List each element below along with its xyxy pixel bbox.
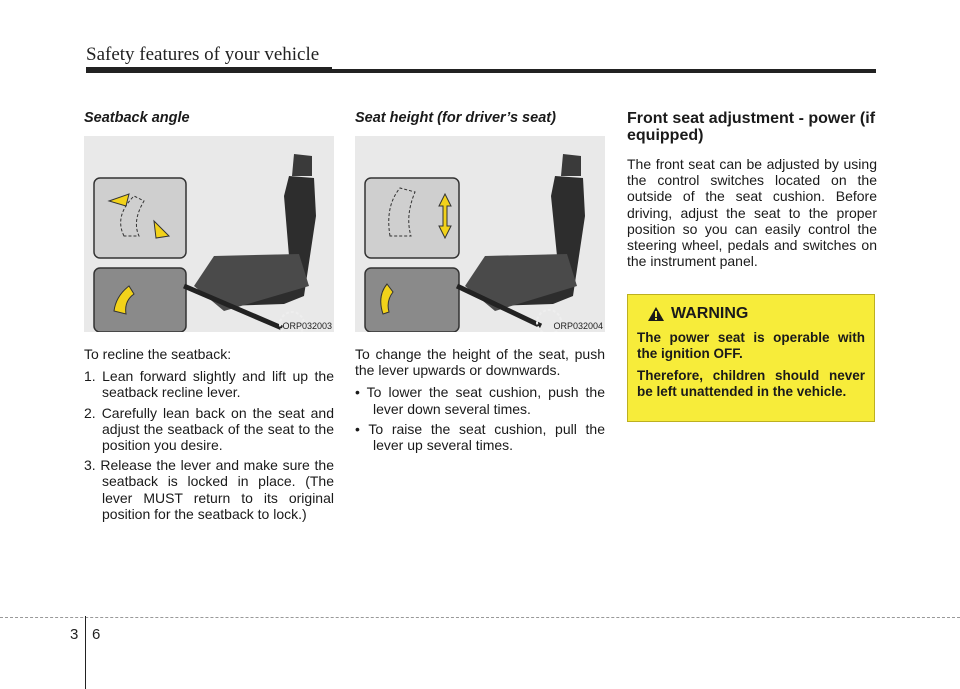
section-title: Seat height (for driver’s seat) bbox=[355, 110, 556, 126]
chapter-number: 3 bbox=[70, 626, 79, 643]
header-title: Safety features of your vehicle bbox=[86, 44, 320, 65]
warning-heading-text: WARNING bbox=[671, 305, 749, 322]
seatback-illustration bbox=[84, 136, 334, 337]
seat-height-section: Seat height (for driver’s seat) ORP03200… bbox=[355, 110, 605, 457]
list-item: • To lower the seat cushion, push the le… bbox=[355, 384, 605, 417]
figure-code: ORP032004 bbox=[553, 321, 603, 331]
seat-height-illustration bbox=[355, 136, 605, 335]
warning-text: The power seat is operable with the igni… bbox=[637, 330, 865, 361]
section-title: Front seat adjustment - power (if equipp… bbox=[627, 110, 876, 144]
warning-box: WARNING The power seat is operable with … bbox=[627, 294, 875, 422]
warning-text: Therefore, children should never be left… bbox=[637, 368, 865, 399]
footer-divider bbox=[85, 616, 86, 689]
list-item: 2. Carefully lean back on the seat and a… bbox=[84, 404, 334, 454]
list-item: 1. Lean forward slightly and lift up the… bbox=[84, 368, 334, 401]
seat-height-figure: ORP032004 bbox=[355, 136, 605, 335]
seatback-figure: ORP032003 bbox=[84, 136, 334, 337]
seatback-angle-section: Seatback angle ORP032003 To recline the … bbox=[84, 110, 334, 526]
page-number: 6 bbox=[92, 626, 101, 643]
power-seat-section: Front seat adjustment - power (if equipp… bbox=[627, 110, 877, 269]
header-rule bbox=[86, 69, 876, 73]
section-title: Seatback angle bbox=[84, 110, 190, 126]
footer-rule bbox=[0, 617, 960, 618]
intro-text: To change the height of the seat, push t… bbox=[355, 346, 605, 379]
warning-icon bbox=[648, 307, 664, 321]
warning-heading: WARNING bbox=[637, 305, 865, 323]
list-item: 3. Release the lever and make sure the s… bbox=[84, 457, 334, 522]
list-item: • To raise the seat cushion, pull the le… bbox=[355, 420, 605, 454]
figure-code: ORP032003 bbox=[282, 321, 332, 331]
intro-text: To recline the seatback: bbox=[84, 346, 232, 362]
header-rule-accent bbox=[86, 67, 332, 73]
body-text: The front seat can be adjusted by using … bbox=[627, 156, 877, 270]
